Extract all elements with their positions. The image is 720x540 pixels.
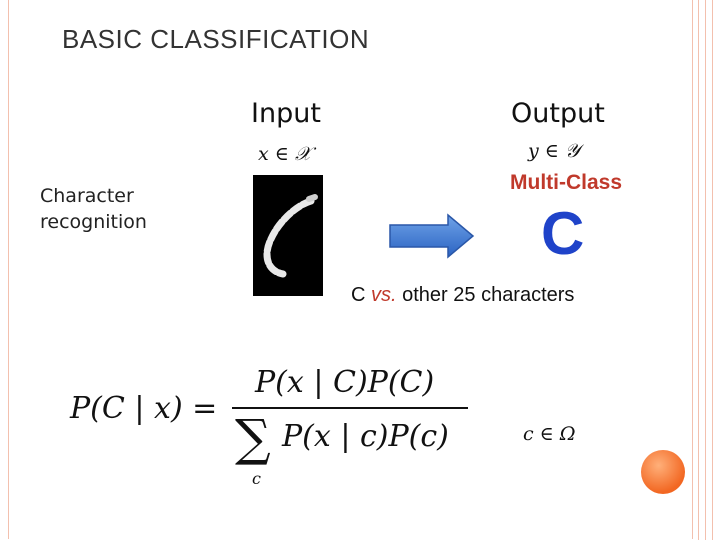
input-header: Input — [251, 98, 321, 129]
caption-vs: vs. — [371, 284, 397, 306]
caption: C vs. other 25 characters — [351, 284, 574, 307]
handwritten-c-image — [253, 175, 323, 296]
handwritten-c-stroke — [263, 194, 318, 278]
sum-index: c — [252, 469, 261, 488]
bayes-formula: P(C | x) = P(x | C)P(C) ∑ P(x | c)P(c) c — [70, 365, 490, 495]
input-math: x ∈ 𝒳 — [258, 143, 312, 165]
output-math: y ∈ 𝒴 — [528, 140, 580, 162]
task-label-line2: recognition — [40, 211, 147, 233]
slide-frame — [8, 0, 693, 539]
frame-rail — [698, 0, 699, 540]
caption-suffix: other 25 characters — [396, 284, 575, 306]
sum-symbol: ∑ — [235, 409, 271, 467]
task-label: Character recognition — [40, 183, 147, 235]
task-label-line1: Character — [40, 185, 134, 207]
output-value: C — [541, 200, 585, 267]
output-header: Output — [511, 98, 605, 129]
formula-numerator: P(x | C)P(C) — [255, 365, 435, 400]
decorative-orange-circle — [641, 450, 685, 494]
formula-denominator: P(x | c)P(c) — [282, 419, 449, 454]
frame-rail — [712, 0, 713, 540]
class-domain: c ∈ Ω — [523, 423, 576, 445]
caption-prefix: C — [351, 284, 371, 306]
output-type: Multi-Class — [510, 171, 623, 194]
formula-lhs: P(C | x) = — [70, 391, 218, 426]
right-arrow-icon — [389, 213, 475, 259]
fraction-bar — [232, 407, 468, 409]
slide-title: BASIC CLASSIFICATION — [62, 24, 370, 54]
frame-rail — [705, 0, 706, 540]
